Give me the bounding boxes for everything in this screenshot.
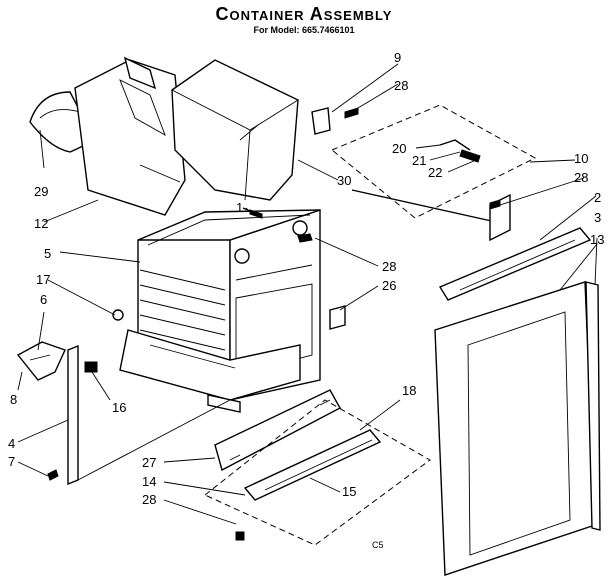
callout-labels: 9 28 20 21 22 10 28 2 3 13 30 29 12 1 5 … — [8, 50, 604, 550]
diagram-title: Container Assembly — [215, 4, 393, 24]
callout-18: 18 — [402, 383, 416, 398]
part-12-panel — [74, 56, 186, 216]
callout-6: 6 — [40, 292, 47, 307]
callout-1: 1 — [236, 200, 243, 215]
callout-21: 21 — [412, 153, 426, 168]
part-17-plug — [112, 309, 124, 321]
callout-12: 12 — [34, 216, 48, 231]
part-6-hinge — [16, 341, 66, 381]
callout-29: 29 — [34, 184, 48, 199]
callout-28: 28 — [394, 78, 408, 93]
callout-16: 16 — [112, 400, 126, 415]
callout-2: 2 — [594, 190, 601, 205]
part-3-door-frame — [434, 281, 596, 576]
callout-9: 9 — [394, 50, 401, 65]
callout-8: 8 — [10, 392, 17, 407]
callout-28: 28 — [574, 170, 588, 185]
callout-27: 27 — [142, 455, 156, 470]
part-4-strip — [67, 344, 79, 486]
part-2-rail — [438, 227, 592, 301]
callout-14: 14 — [142, 474, 156, 489]
part-28-screw-bottom — [235, 531, 245, 541]
callout-28: 28 — [142, 492, 156, 507]
part-16-grommet — [84, 361, 98, 373]
callout-26: 26 — [382, 278, 396, 293]
part-26-clip — [329, 305, 346, 330]
footer-code: C5 — [372, 540, 384, 550]
part-30-liner — [171, 59, 299, 201]
part-28-screw-mid — [297, 233, 313, 243]
part-13-strip — [585, 281, 601, 531]
callout-30: 30 — [337, 173, 351, 188]
callout-10: 10 — [574, 151, 588, 166]
callout-22: 22 — [428, 165, 442, 180]
part-5-cabinet — [119, 209, 321, 413]
model-subtitle: For Model: 665.7466101 — [253, 25, 355, 35]
leader-lines — [17, 63, 598, 525]
callout-13: 13 — [590, 232, 604, 247]
part-28-screw-right — [489, 199, 501, 210]
callout-7: 7 — [8, 454, 15, 469]
callout-15: 15 — [342, 484, 356, 499]
part-28-screw-top — [344, 107, 359, 119]
part-10-bracket-assembly — [311, 104, 537, 242]
callout-3: 3 — [594, 210, 601, 225]
callout-28: 28 — [382, 259, 396, 274]
part-29-scoop — [29, 91, 96, 153]
part-14-tray — [204, 399, 431, 546]
part-7-screw — [47, 469, 59, 481]
callout-20: 20 — [392, 141, 406, 156]
callout-17: 17 — [36, 272, 50, 287]
callout-4: 4 — [8, 436, 15, 451]
callout-5: 5 — [44, 246, 51, 261]
